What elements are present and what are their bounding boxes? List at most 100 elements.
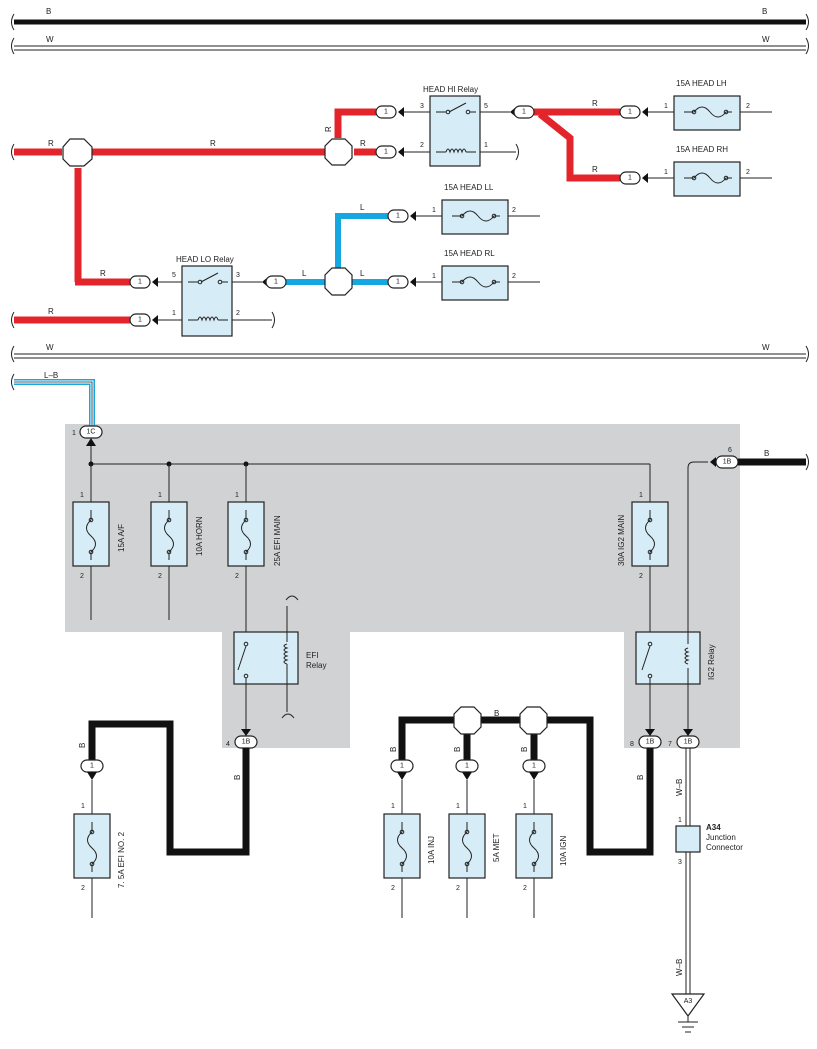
head-hi-relay-label: HEAD HI Relay [423, 85, 478, 94]
head-lo-relay: HEAD LO Relay 5 3 1 2 [158, 255, 275, 337]
wire-label-b-right: B [762, 7, 767, 16]
splice-point [324, 267, 353, 296]
svg-text:1: 1 [432, 207, 436, 214]
fuse-efi-no2: 1 2 7. 5A EFI NO. 2 [73, 780, 126, 918]
svg-text:3: 3 [678, 859, 682, 866]
wire-label-l-1: L [302, 269, 307, 278]
wire-label-b-ig2: B [764, 449, 769, 458]
bus-b-top: B B [11, 7, 809, 31]
fuse-ign-label: 10A IGN [559, 836, 568, 866]
fuse-head-rl-label: 15A HEAD RL [444, 249, 495, 258]
junction-code: A34 [706, 823, 721, 832]
wire-label-wb-2: W–B [675, 959, 684, 976]
fuse-inj-label: 10A INJ [427, 836, 436, 864]
svg-text:2: 2 [80, 573, 84, 580]
wire-label-w-right: W [762, 35, 770, 44]
fuse-head-rh: 15A HEAD RH 1 2 [648, 145, 772, 197]
svg-text:1: 1 [664, 103, 668, 110]
wire-label-b-left: B [46, 7, 51, 16]
svg-text:1: 1 [664, 169, 668, 176]
svg-text:1B: 1B [242, 739, 251, 746]
wire-label-l-2: L [360, 203, 365, 212]
wire-label-w-left: W [46, 35, 54, 44]
wire-label-r-2: R [210, 139, 216, 148]
splice-point [519, 706, 548, 735]
svg-text:2: 2 [158, 573, 162, 580]
svg-text:1: 1 [484, 142, 488, 149]
junction-block-background [65, 424, 740, 748]
svg-text:1C: 1C [87, 429, 96, 436]
svg-text:2: 2 [639, 573, 643, 580]
ig2-relay: IG2 Relay [635, 631, 716, 736]
svg-text:5: 5 [484, 103, 488, 110]
fuse-horn: 1 2 10A HORN [150, 492, 204, 620]
svg-text:2: 2 [420, 142, 424, 149]
svg-text:1: 1 [678, 817, 682, 824]
svg-text:1: 1 [138, 279, 142, 286]
svg-text:2: 2 [746, 103, 750, 110]
svg-text:1: 1 [465, 763, 469, 770]
red-wires [11, 108, 620, 329]
fuse-head-lh: 15A HEAD LH 1 2 [648, 79, 772, 131]
svg-text:1: 1 [400, 763, 404, 770]
black-wires-bottom [88, 716, 654, 856]
wire-label-lb: L–B [44, 371, 58, 380]
wire-lb: L–B [11, 371, 95, 426]
wire-label-w-mid-left: W [46, 343, 54, 352]
svg-text:1: 1 [523, 803, 527, 810]
fuse-inj: 1 2 10A INJ [383, 780, 436, 918]
fuse-af-label: 15A A/F [117, 524, 126, 552]
blue-wires [286, 213, 388, 285]
junction-label-2: Connector [706, 843, 743, 852]
svg-text:1: 1 [628, 175, 632, 182]
svg-text:1: 1 [522, 109, 526, 116]
svg-text:1: 1 [235, 492, 239, 499]
svg-text:2: 2 [746, 169, 750, 176]
fuse-head-lh-label: 15A HEAD LH [676, 79, 727, 88]
fuse-horn-label: 10A HORN [195, 516, 204, 556]
svg-text:1B: 1B [684, 739, 693, 746]
svg-text:2: 2 [81, 885, 85, 892]
wire-label-b-5: B [520, 747, 529, 752]
svg-text:1: 1 [396, 213, 400, 220]
fuse-efi-no2-label: 7. 5A EFI NO. 2 [117, 831, 126, 888]
wire-label-l-3: L [360, 269, 365, 278]
svg-text:1: 1 [532, 763, 536, 770]
svg-text:1: 1 [72, 430, 76, 437]
wire-label-wb-1: W–B [675, 779, 684, 796]
svg-text:3: 3 [236, 272, 240, 279]
svg-text:1: 1 [391, 803, 395, 810]
wire-label-r-4: R [360, 139, 366, 148]
fuse-ign: 1 2 10A IGN [515, 780, 568, 918]
svg-text:2: 2 [236, 310, 240, 317]
head-lo-relay-label: HEAD LO Relay [176, 255, 234, 264]
ground-a3: A3 [670, 993, 706, 1033]
svg-text:1: 1 [81, 803, 85, 810]
connector-1b-pin7: 1B 7 [668, 729, 700, 749]
splice-point [62, 138, 93, 167]
svg-text:2: 2 [523, 885, 527, 892]
fuse-af: 1 2 15A A/F [72, 492, 126, 620]
wire-label-b-3: B [389, 747, 398, 752]
svg-text:1: 1 [396, 279, 400, 286]
wire-label-b-2: B [233, 775, 242, 780]
svg-text:1: 1 [432, 273, 436, 280]
wire-wb: W–B W–B [675, 748, 691, 994]
svg-text:1B: 1B [723, 459, 732, 466]
connectors-upper: 1 1 1 1 1 1 1 1 1 1 [129, 105, 648, 327]
svg-text:2: 2 [391, 885, 395, 892]
junction-connector-a34: 1 3 A34 Junction Connector [675, 817, 743, 866]
ground-code: A3 [684, 998, 693, 1005]
wire-label-r-6: R [592, 165, 598, 174]
svg-text:1: 1 [384, 149, 388, 156]
ig2-feed-wire: 1B 6 B [687, 447, 809, 736]
svg-text:6: 6 [728, 447, 732, 454]
fuse-head-ll-label: 15A HEAD LL [444, 183, 494, 192]
svg-text:1: 1 [384, 109, 388, 116]
fuse-head-ll: 15A HEAD LL 1 2 [416, 183, 540, 235]
wire-label-r-3: R [100, 269, 106, 278]
svg-text:1: 1 [628, 109, 632, 116]
svg-text:1: 1 [90, 763, 94, 770]
wire-label-r-5: R [592, 99, 598, 108]
wire-label-r-7: R [48, 307, 54, 316]
